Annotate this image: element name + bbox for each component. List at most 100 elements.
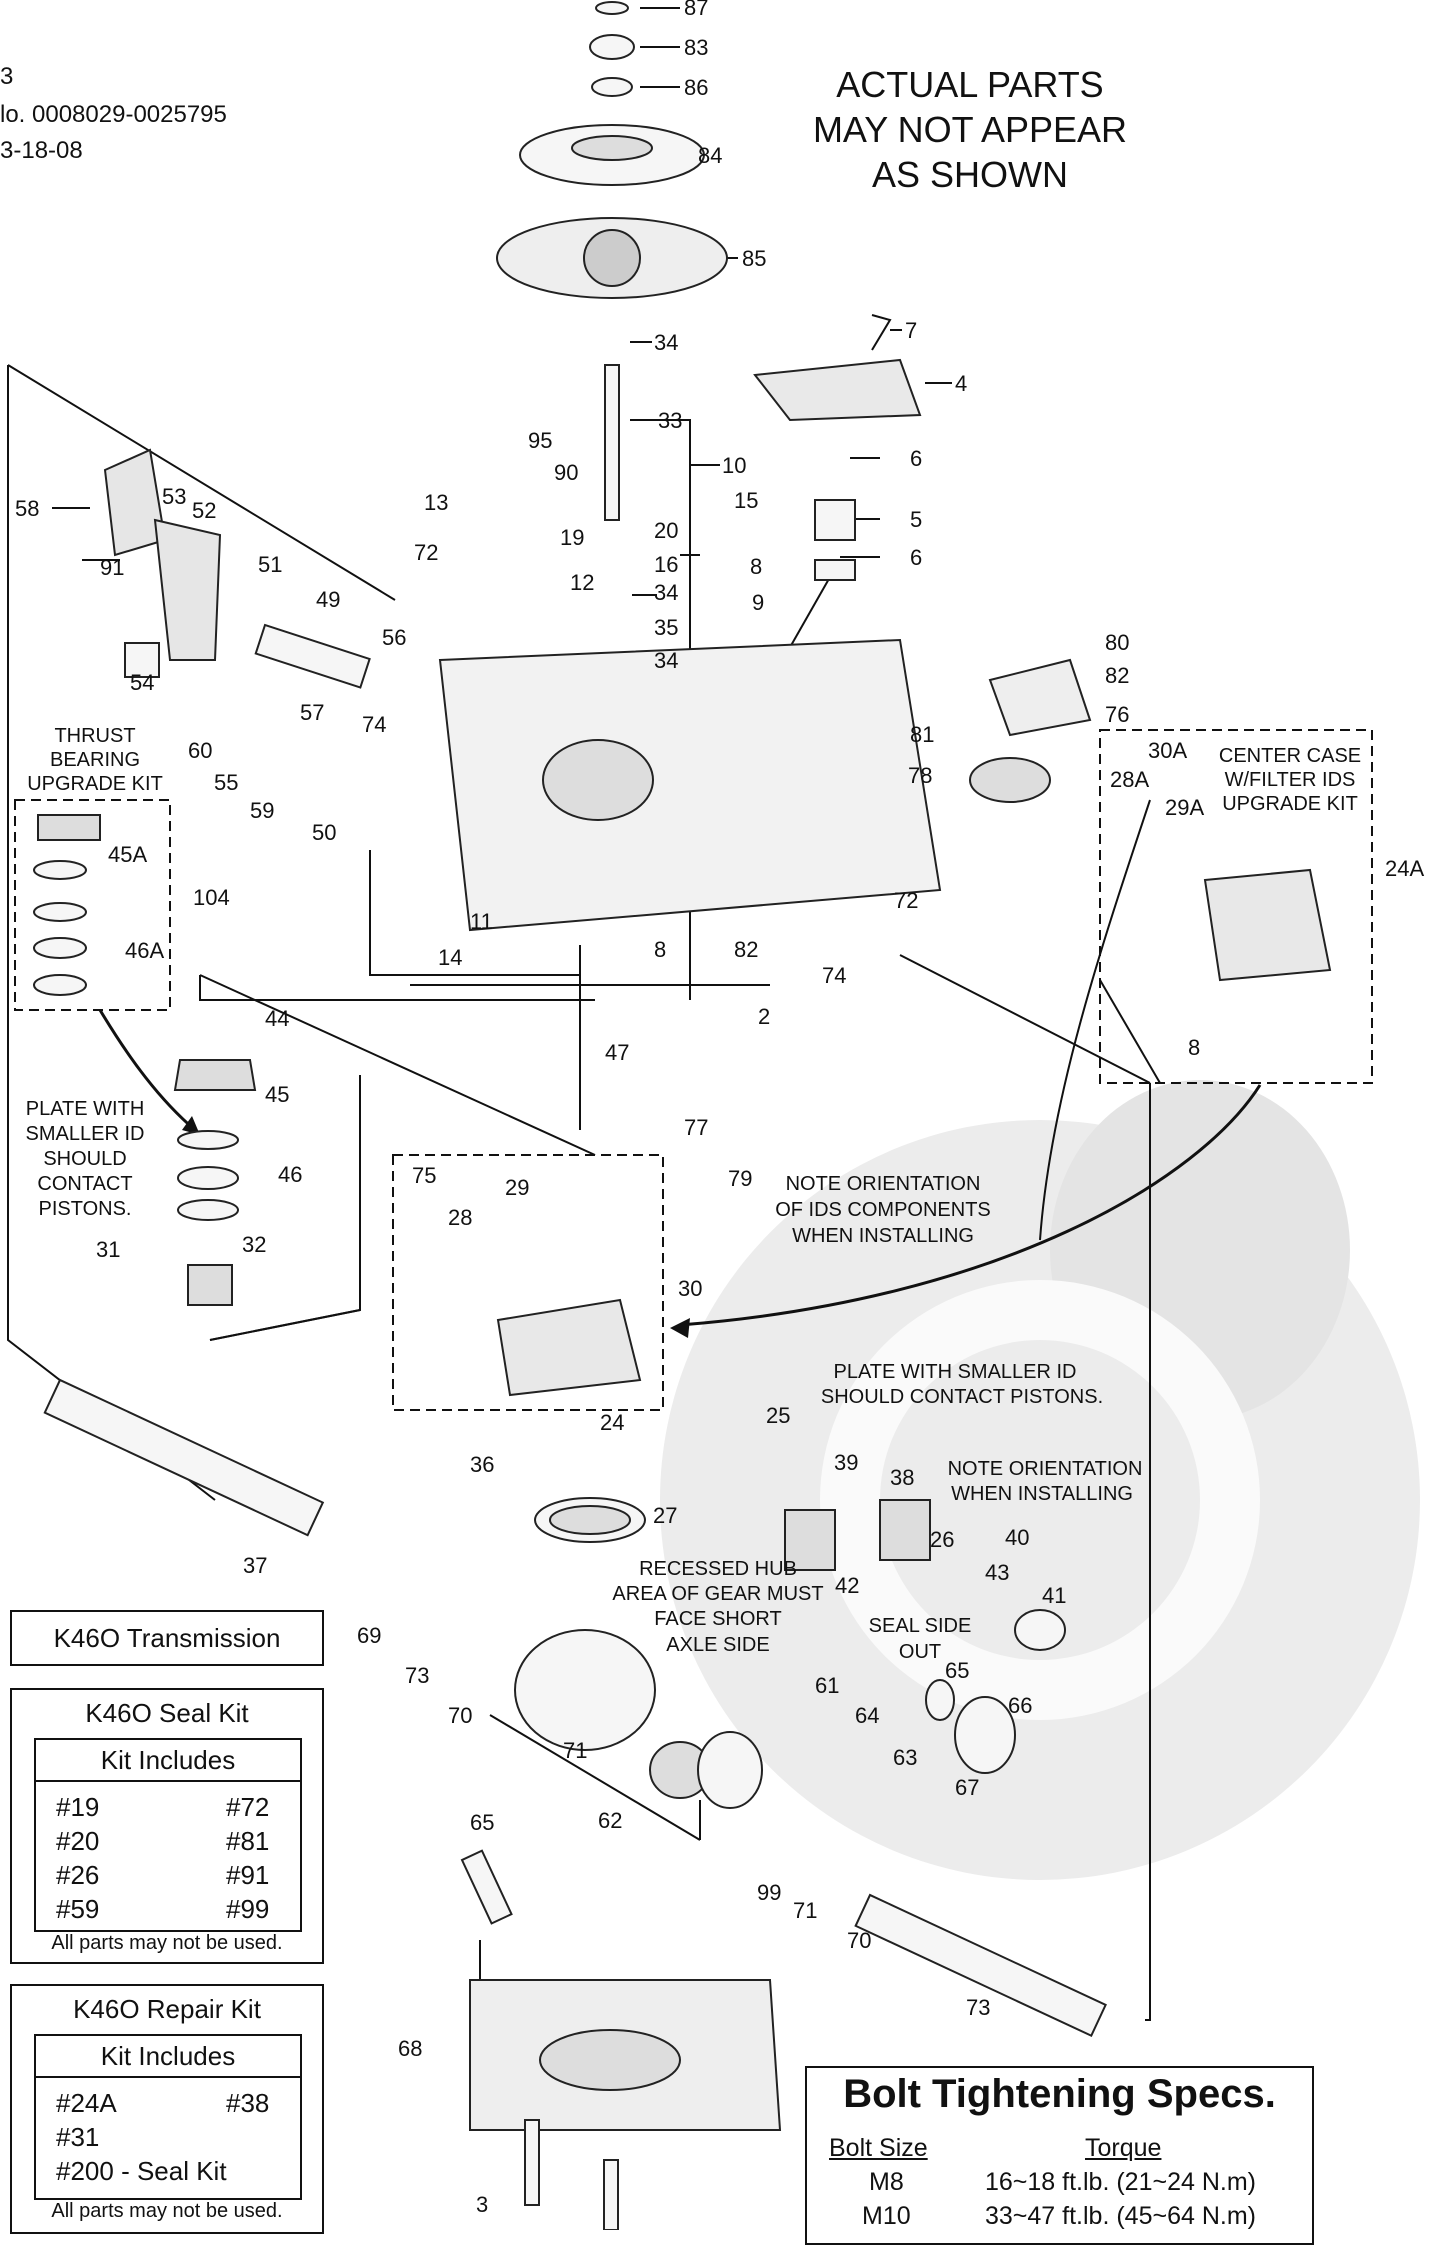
callout: 40 <box>1005 1525 1029 1550</box>
callout: 45 <box>265 1082 289 1107</box>
callout: 60 <box>188 738 212 763</box>
kit-item: #20 <box>56 1826 100 1856</box>
callout: 104 <box>193 885 230 910</box>
callout-labels: 87 83 86 84 85 34 33 95 90 13 10 15 20 1… <box>15 0 1424 2217</box>
kit-item: #200 - Seal Kit <box>56 2156 227 2186</box>
seal-kit-box: K46O Seal Kit Kit Includes #19 #72 #20 #… <box>10 1688 324 1964</box>
callout: 26 <box>930 1527 954 1552</box>
callout: 13 <box>424 490 448 515</box>
callout: 95 <box>528 428 552 453</box>
callout: 80 <box>1105 630 1129 655</box>
callout: 73 <box>405 1663 429 1688</box>
note-text: AXLE SIDE <box>666 1634 769 1656</box>
kit-item: #38 <box>226 2088 270 2118</box>
callout: 7 <box>905 318 917 343</box>
callout: 34 <box>654 330 678 355</box>
note-text: THRUST <box>54 725 135 747</box>
notice-line: AS SHOWN <box>871 154 1068 195</box>
torque-cell: 16~18 ft.lb. (21~24 N.m) <box>985 2168 1256 2196</box>
callout: 20 <box>654 518 678 543</box>
part-shapes <box>33 1 1332 2230</box>
repair-kit-title: K46O Repair Kit <box>73 1994 261 2024</box>
torque-cell: 33~47 ft.lb. (45~64 N.m) <box>985 2202 1256 2230</box>
header-line-2: lo. 0008029-0025795 <box>0 101 227 128</box>
callout: 45A <box>108 842 147 867</box>
callout: 56 <box>382 625 406 650</box>
callout: 6 <box>910 446 922 471</box>
callout: 24 <box>600 1410 624 1435</box>
callout: 69 <box>357 1623 381 1648</box>
callout: 46A <box>125 938 164 963</box>
callout: 30A <box>1148 738 1187 763</box>
callout: 59 <box>250 798 274 823</box>
watermark-logo <box>660 1080 1420 1880</box>
callout: 86 <box>684 75 708 100</box>
note-text: NOTE ORIENTATION <box>948 1458 1143 1480</box>
bolt-specs-table: Bolt Tightening Specs. Bolt Size Torque … <box>805 2066 1314 2245</box>
callout: 83 <box>684 35 708 60</box>
kit-item: #91 <box>226 1860 270 1890</box>
bolt-size-header: Bolt Size <box>829 2134 928 2162</box>
repair-kit-footnote: All parts may not be used. <box>51 2200 283 2222</box>
seal-kit-title: K46O Seal Kit <box>85 1698 249 1728</box>
note-text: SHOULD CONTACT PISTONS. <box>821 1386 1103 1408</box>
callout: 51 <box>258 552 282 577</box>
callout: 36 <box>470 1452 494 1477</box>
callout: 6 <box>910 545 922 570</box>
note-text: NOTE ORIENTATION <box>786 1173 981 1195</box>
header-line-3: 3-18-08 <box>0 137 83 164</box>
callout: 32 <box>242 1232 266 1257</box>
callout: 70 <box>448 1703 472 1728</box>
callout: 66 <box>1008 1693 1032 1718</box>
callout: 28 <box>448 1205 472 1230</box>
callout: 28A <box>1110 767 1149 792</box>
callout: 65 <box>470 1810 494 1835</box>
seal-kit-list: Kit Includes #19 #72 #20 #81 #26 #91 #59… <box>34 1738 302 1932</box>
assembly-notes: THRUST BEARING UPGRADE KIT CENTER CASE W… <box>26 725 1362 1663</box>
callout: 61 <box>815 1673 839 1698</box>
callout: 19 <box>560 525 584 550</box>
callout: 74 <box>822 963 846 988</box>
callout: 41 <box>1042 1583 1066 1608</box>
callout: 55 <box>214 770 238 795</box>
note-text: OUT <box>899 1641 941 1663</box>
note-text: AREA OF GEAR MUST <box>612 1583 823 1605</box>
kit-item: #99 <box>226 1894 270 1924</box>
callout: 8 <box>654 937 666 962</box>
kit-item: #59 <box>56 1894 100 1924</box>
callout: 25 <box>766 1403 790 1428</box>
callout: 42 <box>835 1573 859 1598</box>
callout: 24A <box>1385 856 1424 881</box>
callout: 38 <box>890 1465 914 1490</box>
actual-parts-notice: ACTUAL PARTS MAY NOT APPEAR AS SHOWN <box>780 62 1160 197</box>
kit-item: #81 <box>226 1826 270 1856</box>
note-text: BEARING <box>50 749 140 771</box>
callout: 87 <box>684 0 708 20</box>
callout: 70 <box>847 1928 871 1953</box>
callout: 35 <box>654 615 678 640</box>
callout: 9 <box>752 590 764 615</box>
callout: 52 <box>192 498 216 523</box>
callout: 68 <box>398 2036 422 2061</box>
callout: 29A <box>1165 795 1204 820</box>
bolt-size-cell: M8 <box>869 2168 904 2196</box>
torque-header: Torque <box>1085 2134 1162 2162</box>
callout: 49 <box>316 587 340 612</box>
kit-item: #72 <box>226 1792 270 1822</box>
note-text: SMALLER ID <box>26 1123 145 1145</box>
callout: 37 <box>243 1553 267 1578</box>
callout: 79 <box>728 1166 752 1191</box>
callout: 15 <box>734 488 758 513</box>
note-text: WHEN INSTALLING <box>951 1483 1133 1505</box>
callout: 29 <box>505 1175 529 1200</box>
leader-lines <box>7 7 1373 2021</box>
callout: 10 <box>722 453 746 478</box>
transmission-box: K46O Transmission <box>10 1610 324 1666</box>
note-text: SEAL SIDE <box>869 1615 972 1637</box>
callout: 71 <box>793 1898 817 1923</box>
callout: 27 <box>653 1503 677 1528</box>
callout: 8 <box>1188 1035 1200 1060</box>
bolt-specs-title: Bolt Tightening Specs. <box>843 2072 1276 2116</box>
callout: 62 <box>598 1808 622 1833</box>
